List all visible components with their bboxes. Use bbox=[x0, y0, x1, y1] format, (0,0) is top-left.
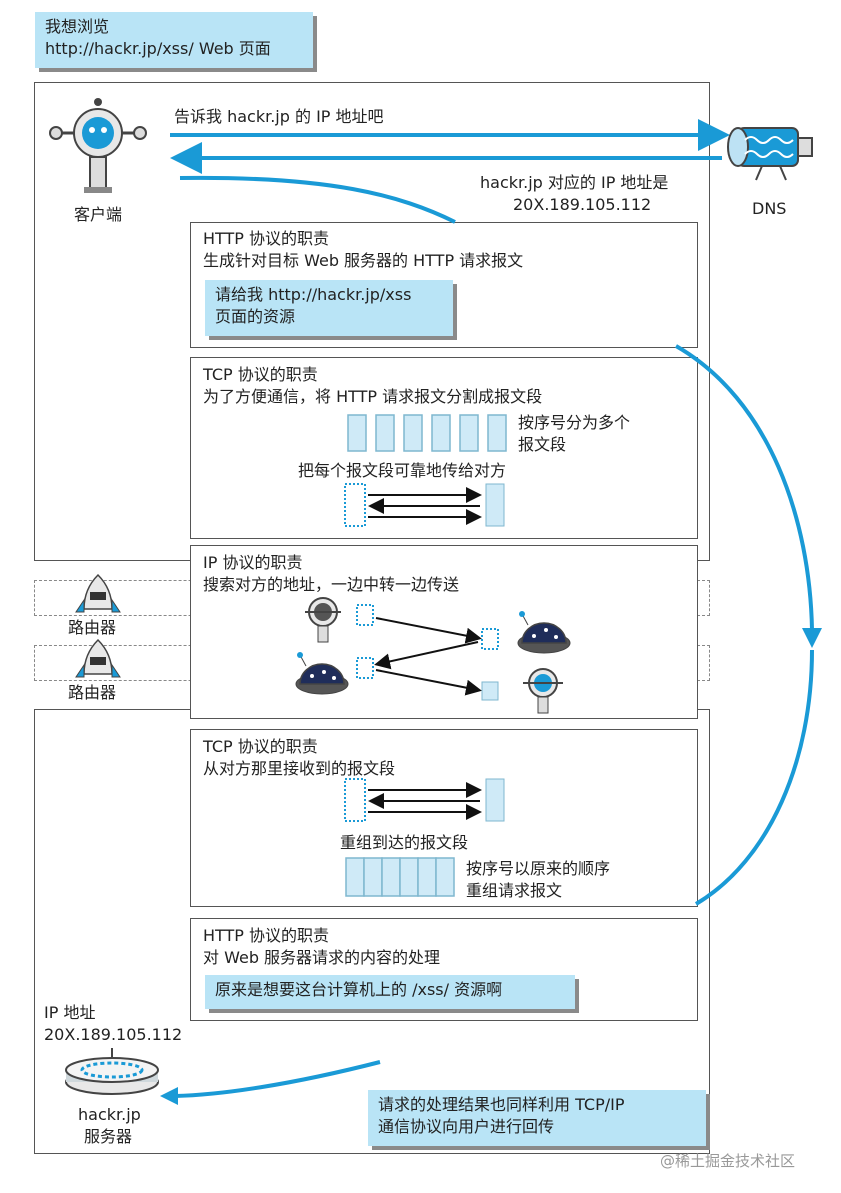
http-server-note-text: 原来是想要这台计算机上的 /xss/ 资源啊 bbox=[215, 980, 503, 999]
http-client-desc: 生成针对目标 Web 服务器的 HTTP 请求报文 bbox=[203, 251, 524, 270]
http-server-desc: 对 Web 服务器请求的内容的处理 bbox=[203, 948, 441, 967]
http-request-note-line-2: 页面的资源 bbox=[215, 307, 296, 326]
ip-ufo-icon-2 bbox=[517, 611, 571, 654]
router-label-2: 路由器 bbox=[68, 683, 117, 702]
watermark: @稀土掘金技术社区 bbox=[660, 1152, 796, 1170]
server-ip-label: IP 地址 bbox=[44, 1003, 96, 1022]
http-request-note: 请给我 http://hackr.jp/xss 页面的资源 bbox=[205, 280, 453, 336]
segment-send-dotted bbox=[344, 483, 366, 527]
bubble-line-2: http://hackr.jp/xss/ Web 页面 bbox=[45, 39, 271, 58]
result-note-line-1: 请求的处理结果也同样利用 TCP/IP bbox=[378, 1095, 625, 1114]
tcp-order-line-1: 按序号以原来的顺序 bbox=[466, 859, 611, 878]
tcp-split-line-2: 报文段 bbox=[518, 435, 567, 454]
dns-reply-line-2: 20X.189.105.112 bbox=[513, 195, 652, 214]
ip-robot-icon-1 bbox=[305, 597, 341, 643]
ip-ufo-icon-1 bbox=[295, 652, 349, 695]
ip-title: IP 协议的职责 bbox=[203, 553, 303, 572]
http-server-title: HTTP 协议的职责 bbox=[203, 926, 330, 945]
ip-box bbox=[190, 545, 698, 719]
client-robot-icon bbox=[49, 98, 147, 193]
tcp-server-title: TCP 协议的职责 bbox=[203, 737, 318, 756]
router-icon-1 bbox=[75, 573, 121, 613]
tcp-order-line-2: 重组请求报文 bbox=[466, 881, 563, 900]
http-client-title: HTTP 协议的职责 bbox=[203, 229, 330, 248]
tcp-reliable-label: 把每个报文段可靠地传给对方 bbox=[298, 461, 507, 480]
result-note: 请求的处理结果也同样利用 TCP/IP 通信协议向用户进行回传 bbox=[368, 1090, 706, 1146]
tcp-client-title: TCP 协议的职责 bbox=[203, 365, 318, 384]
router-icon-2 bbox=[75, 638, 121, 678]
http-request-note-line-1: 请给我 http://hackr.jp/xss bbox=[215, 285, 412, 304]
tcp-client-desc: 为了方便通信，将 HTTP 请求报文分割成报文段 bbox=[203, 387, 543, 406]
flow-arc-down-tip bbox=[802, 628, 822, 648]
flow-arc-return-tip bbox=[160, 1087, 178, 1105]
ip-desc: 搜索对方的地址，一边中转一边传送 bbox=[203, 575, 460, 594]
flow-arc-return bbox=[174, 649, 814, 1098]
http-server-note: 原来是想要这台计算机上的 /xss/ 资源啊 bbox=[205, 975, 575, 1009]
dns-label: DNS bbox=[752, 199, 787, 218]
dns-request-label: 告诉我 hackr.jp 的 IP 地址吧 bbox=[174, 107, 384, 126]
segment-row bbox=[347, 414, 507, 452]
server-name-line-2: 服务器 bbox=[84, 1127, 133, 1146]
segment-receive bbox=[485, 483, 505, 527]
bubble-line-1: 我想浏览 bbox=[45, 17, 110, 36]
client-label: 客户端 bbox=[74, 205, 123, 224]
tcp-server-desc: 从对方那里接收到的报文段 bbox=[203, 759, 396, 778]
result-note-line-2: 通信协议向用户进行回传 bbox=[378, 1117, 555, 1136]
server-ip-value: 20X.189.105.112 bbox=[44, 1025, 183, 1044]
router-label-1: 路由器 bbox=[68, 618, 117, 637]
tcp-split-line-1: 按序号分为多个 bbox=[518, 413, 631, 432]
server-name-line-1: hackr.jp bbox=[78, 1105, 141, 1124]
web-server-icon bbox=[65, 1048, 159, 1095]
flow-arc-down bbox=[179, 175, 814, 631]
ip-robot-icon-2 bbox=[523, 668, 563, 714]
tcp-reassemble-label: 重组到达的报文段 bbox=[340, 833, 469, 852]
request-bubble: 我想浏览 http://hackr.jp/xss/ Web 页面 bbox=[35, 12, 313, 68]
reassembled-message bbox=[345, 857, 455, 897]
dns-server-icon bbox=[727, 127, 813, 181]
dns-reply-line-1: hackr.jp 对应的 IP 地址是 bbox=[480, 173, 669, 192]
